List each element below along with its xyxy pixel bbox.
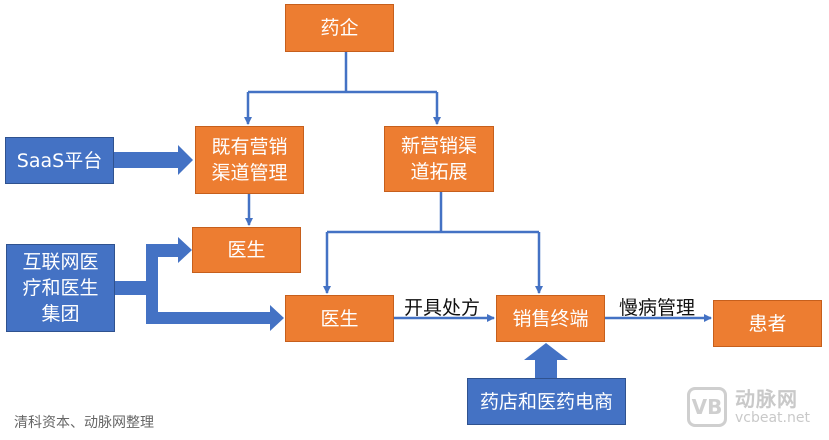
watermark: VB 动脉网 vcbeat.net (685, 383, 825, 433)
node-internet-medical: 互联网医 疗和医生 集团 (6, 244, 115, 332)
watermark-name: 动脉网 (735, 387, 798, 411)
node-pharma: 药企 (285, 4, 394, 52)
internet-medical-fork-arrow (115, 237, 284, 331)
edge-label-prescribe: 开具处方 (404, 297, 481, 319)
node-pharmacy-ecommerce: 药店和医药电商 (467, 378, 626, 425)
node-doctor-top: 医生 (192, 227, 301, 273)
node-saas: SaaS平台 (5, 137, 114, 184)
node-new-channel: 新营销渠 道拓展 (384, 126, 494, 192)
source-caption: 清科资本、动脉网整理 (14, 415, 154, 431)
node-saas-label: SaaS平台 (16, 149, 103, 172)
node-doctor-top-label: 医生 (227, 239, 266, 261)
node-internet-medical-label: 互联网医 疗和医生 集团 (22, 251, 99, 325)
node-patient: 患者 (713, 300, 822, 347)
node-existing-channel-label: 既有营销 渠道管理 (211, 136, 288, 184)
saas-block-arrow (114, 145, 193, 175)
node-doctor-mid: 医生 (285, 295, 394, 342)
node-pharma-label: 药企 (320, 17, 359, 39)
node-doctor-mid-label: 医生 (320, 307, 359, 330)
node-new-channel-label: 新营销渠 道拓展 (400, 135, 477, 183)
pharmacy-block-arrow (524, 343, 568, 378)
node-sales-terminal: 销售终端 (496, 295, 605, 342)
edge-label-chronic-mgmt: 慢病管理 (619, 297, 696, 319)
watermark-url: vcbeat.net (735, 410, 810, 426)
node-sales-terminal-label: 销售终端 (512, 307, 589, 330)
node-pharmacy-ecommerce-label: 药店和医药电商 (479, 390, 613, 413)
new-channel-split-connector (323, 192, 543, 294)
pharma-split-connector (244, 52, 441, 125)
node-existing-channel: 既有营销 渠道管理 (195, 126, 304, 194)
vcbeat-logo-icon: VB (687, 387, 727, 427)
node-patient-label: 患者 (748, 312, 787, 335)
